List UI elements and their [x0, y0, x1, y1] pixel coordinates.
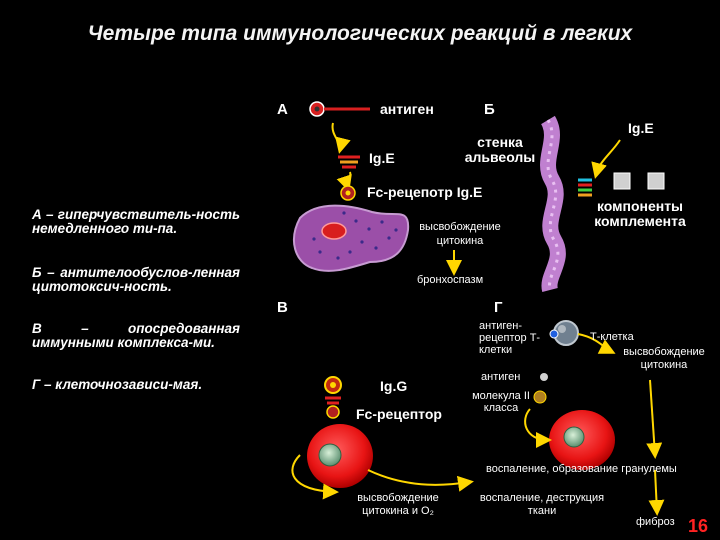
label-cytokine-release-a: высвобождение цитокина: [419, 221, 501, 247]
mhc2-icon: [533, 390, 547, 404]
tcr-icon: [549, 329, 559, 339]
label-fibrosis: фиброз: [636, 516, 675, 528]
panel-label-v: В: [277, 299, 288, 316]
ige-b-icon: [578, 178, 592, 197]
arrow-v-to-inflammation: [367, 469, 474, 492]
page-title: Четыре типа иммунологических реакций в л…: [87, 22, 633, 45]
legend-item-g: Г – клеточнозависи-мая.: [32, 377, 203, 392]
arrow-mhc-to-cell: [524, 408, 552, 448]
arrow-t-cell: [577, 333, 616, 354]
ige-a-icon: [338, 155, 360, 169]
antigen-a-icon: [309, 101, 370, 117]
page-number: 16: [688, 516, 709, 536]
arrow-v-to-cytokine: [291, 454, 339, 500]
arrow-ige-b: [591, 139, 621, 179]
label-antigen-a: антиген: [380, 101, 434, 117]
legend-item-v: В – опосредованная иммунными комплекса-м…: [32, 321, 240, 350]
complement-icon-1: [613, 172, 631, 190]
fc-receptor-a-icon: [340, 185, 356, 201]
arrow-antigen-to-ige: [331, 122, 351, 154]
antigen-g-icon: [540, 373, 548, 381]
label-bronchospasm: бронхоспазм: [417, 274, 484, 286]
label-cytokine-release-g: высвобождение цитокина: [623, 346, 705, 371]
label-fc-receptor: Fc-рецептор: [356, 406, 442, 422]
label-alveolar-wall: стенка альвеолы: [464, 134, 536, 165]
label-fc-receptor-ige: Fc-рецепотр Ig.E: [367, 184, 483, 200]
label-ige-b: Ig.E: [628, 120, 654, 136]
label-inflammation-destruction: воспаление, деструкция ткани: [479, 492, 605, 517]
label-tcr: антиген-рецептор Т-клетки: [479, 320, 541, 356]
legend-item-b: Б – антителообуслов-ленная цитотоксич-но…: [32, 265, 240, 294]
panel-label-a: А: [277, 101, 288, 118]
arrow-to-granuloma: [646, 379, 663, 459]
label-cytokine-o2: высвобождение цитокина и O₂: [357, 492, 439, 517]
mast-cell: [293, 204, 410, 272]
label-ige-a: Ig.E: [369, 150, 395, 166]
arrow-to-fibrosis: [648, 469, 665, 516]
label-complement: компоненты комплемента: [594, 198, 686, 229]
panel-label-g: Г: [494, 299, 503, 316]
legend-item-a: А – гиперчувствитель-ность немедленного …: [32, 207, 240, 236]
label-granuloma: воспаление, образование гранулемы: [486, 463, 677, 475]
panel-label-b: Б: [484, 101, 495, 118]
antigen-v-icon: [324, 376, 342, 419]
label-antigen-g: антиген: [481, 371, 521, 383]
complement-icon-2: [647, 172, 665, 190]
label-t-cell: Т-клетка: [590, 331, 634, 343]
label-igg: Ig.G: [380, 378, 408, 394]
label-mhc2: молекула II класса: [472, 390, 530, 414]
